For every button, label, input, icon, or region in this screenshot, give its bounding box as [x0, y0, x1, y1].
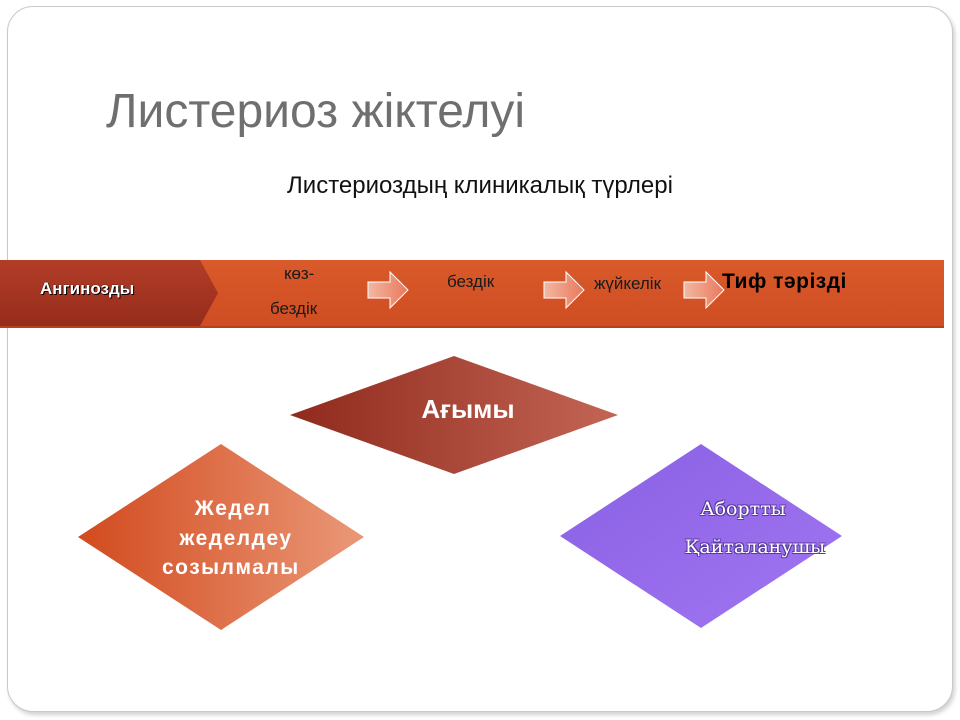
chevron-arrow-icon: [367, 270, 409, 310]
right-diamond: [560, 444, 842, 628]
step-bezdik: бездік: [447, 272, 495, 291]
slide-frame: [7, 6, 953, 712]
step-zhuikelik: жүйкелік: [594, 274, 662, 293]
left-diamond: [78, 444, 364, 630]
first-step-tab: [0, 260, 218, 326]
chevron-arrow-icon: [543, 270, 585, 310]
course-diamond: [290, 356, 618, 474]
right-line2: Қайталанушы: [684, 536, 826, 558]
left-line3: созылмалы: [162, 556, 300, 579]
step-anginozdy: Ангинозды: [40, 279, 135, 298]
course-label: Ағымы: [421, 394, 515, 424]
slide-subtitle: Листериоздың клиникалық түрлері: [287, 172, 673, 199]
step-tif: Тиф тәрізді: [722, 270, 847, 293]
step-koz-line2: бездік: [270, 299, 318, 318]
left-line1: Жедел: [194, 497, 272, 520]
left-line2: жеделдеу: [179, 527, 293, 550]
right-line1: Абортты: [700, 498, 786, 520]
chevron-arrow-icon: [683, 270, 725, 310]
slide-title: Листериоз жіктелуі: [106, 85, 525, 138]
step-koz-line1: көз-: [284, 264, 315, 283]
